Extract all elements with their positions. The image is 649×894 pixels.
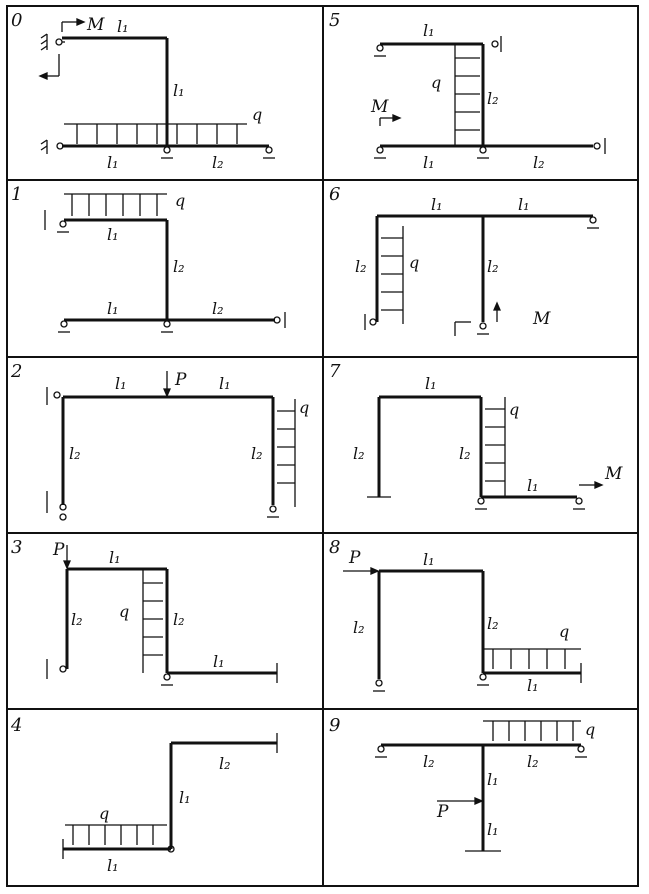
panel-number: 0 — [11, 10, 23, 31]
label-load: q — [559, 622, 569, 641]
panel-number: 7 — [329, 361, 341, 382]
label-length: l₂ — [71, 610, 83, 629]
panel-7: 7 l₁ q l₂ l₂ l₁ M — [323, 357, 638, 533]
label-length: l₂ — [487, 614, 499, 633]
panel-number: 5 — [329, 10, 341, 31]
label-length: l₁ — [179, 788, 191, 807]
label-force: P — [174, 370, 187, 390]
label-moment: M — [532, 309, 551, 329]
label-length: l₂ — [487, 89, 499, 108]
label-length: l₁ — [425, 374, 437, 393]
label-length: l₂ — [353, 618, 365, 637]
label-length: l₁ — [487, 820, 499, 839]
label-length: l₂ — [173, 257, 185, 276]
label-force: P — [348, 548, 361, 568]
label-length: l₁ — [431, 195, 443, 214]
label-length: l₁ — [107, 225, 119, 244]
panel-3: 3 P l₁ q l₂ l₂ l₁ — [7, 533, 323, 709]
panel-number: 9 — [329, 715, 341, 736]
label-load: q — [175, 191, 185, 210]
label-force: P — [436, 802, 449, 822]
label-length: l₂ — [212, 153, 224, 172]
panel-number: 8 — [329, 537, 341, 558]
label-length: l₁ — [213, 652, 225, 671]
label-length: l₂ — [527, 752, 539, 771]
label-length: l₁ — [117, 17, 129, 36]
label-length: l₂ — [212, 299, 224, 318]
label-length: l₂ — [355, 257, 367, 276]
label-length: l₂ — [251, 444, 263, 463]
label-length: l₁ — [173, 81, 185, 100]
label-length: l₂ — [459, 444, 471, 463]
label-length: l₁ — [107, 856, 119, 875]
panel-4: 4 l₂ l₁ q l₁ — [7, 709, 323, 886]
label-moment: M — [604, 464, 623, 484]
label-load: q — [585, 720, 595, 739]
label-length: l₁ — [107, 299, 119, 318]
label-moment: M — [370, 97, 389, 117]
label-load: q — [431, 73, 441, 92]
panel-0: 0 M l₁ l₁ q l₁ l₂ — [7, 6, 323, 180]
panel-5: 5 l₁ q l₂ M l₁ l₂ — [323, 6, 638, 180]
label-length: l₁ — [527, 476, 539, 495]
label-load: q — [509, 400, 519, 419]
label-length: l₁ — [527, 676, 539, 695]
label-length: l₁ — [423, 153, 435, 172]
panel-number: 4 — [11, 715, 23, 736]
panel-6: 6 l₁ l₁ q l₂ l₂ M — [323, 180, 638, 357]
label-length: l₁ — [423, 550, 435, 569]
panel-number: 6 — [329, 184, 341, 205]
label-length: l₂ — [69, 444, 81, 463]
panel-number: 2 — [11, 361, 23, 382]
label-length: l₁ — [518, 195, 530, 214]
label-load: q — [252, 105, 262, 124]
panel-9: 9 q l₂ l₂ l₁ P l₁ — [323, 709, 638, 886]
label-length: l₂ — [219, 754, 231, 773]
label-load: q — [119, 602, 129, 621]
label-length: l₂ — [353, 444, 365, 463]
label-length: l₁ — [487, 770, 499, 789]
label-length: l₂ — [423, 752, 435, 771]
label-length: l₁ — [423, 21, 435, 40]
label-length: l₂ — [533, 153, 545, 172]
label-load: q — [409, 253, 419, 272]
label-length: l₁ — [107, 153, 119, 172]
panel-1: 1 q l₁ l₂ l₁ l₂ — [7, 180, 323, 357]
panel-8: 8 P l₁ l₂ l₂ q l₁ — [323, 533, 638, 709]
label-length: l₂ — [487, 257, 499, 276]
panel-number: 1 — [11, 184, 23, 205]
panel-2: 2 l₁ P l₁ q l₂ l₂ — [7, 357, 323, 533]
label-force: P — [52, 540, 65, 560]
label-length: l₂ — [173, 610, 185, 629]
label-length: l₁ — [219, 374, 231, 393]
label-moment: M — [86, 15, 105, 35]
label-length: l₁ — [109, 548, 121, 567]
label-load: q — [99, 804, 109, 823]
label-length: l₁ — [115, 374, 127, 393]
panel-number: 3 — [11, 537, 23, 558]
label-load: q — [299, 398, 309, 417]
